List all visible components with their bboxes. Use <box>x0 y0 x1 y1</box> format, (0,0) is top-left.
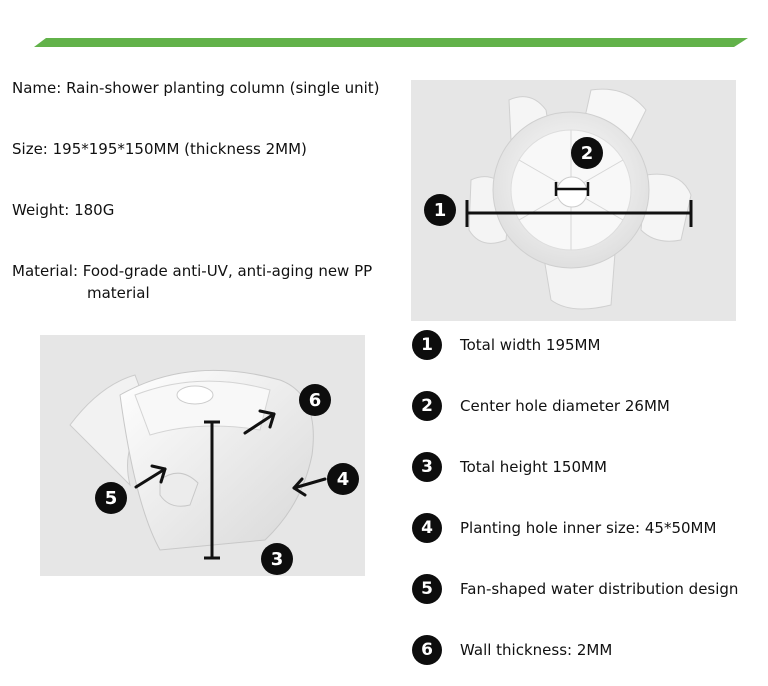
spec-name: Name: Rain-shower planting column (singl… <box>12 79 380 97</box>
legend-text-4: Planting hole inner size: 45*50MM <box>460 519 717 537</box>
badge-5: 5 <box>95 482 127 514</box>
badge-4: 4 <box>327 463 359 495</box>
product-photo-bottom: 6 4 5 3 <box>40 335 365 576</box>
legend-text-5: Fan-shaped water distribution design <box>460 580 739 598</box>
badge-2: 2 <box>571 137 603 169</box>
legend-number-3: 3 <box>412 452 442 482</box>
badge-1: 1 <box>424 194 456 226</box>
legend-number-2: 2 <box>412 391 442 421</box>
legend-number-6: 6 <box>412 635 442 665</box>
green-stripe <box>34 38 748 47</box>
spec-material-line1: Material: Food-grade anti-UV, anti-aging… <box>12 262 373 280</box>
legend-text-1: Total width 195MM <box>460 336 601 354</box>
spec-weight: Weight: 180G <box>12 201 115 219</box>
legend-text-6: Wall thickness: 2MM <box>460 641 613 659</box>
product-photo-top: 1 2 <box>411 80 736 321</box>
planter-top-view-illustration <box>465 88 693 310</box>
legend-item-4: 4 Planting hole inner size: 45*50MM <box>412 513 716 543</box>
header-banner <box>34 38 748 47</box>
legend-item-3: 3 Total height 150MM <box>412 452 607 482</box>
legend-item-2: 2 Center hole diameter 26MM <box>412 391 670 421</box>
spec-material: Material: Food-grade anti-UV, anti-aging… <box>12 260 372 304</box>
badge-3: 3 <box>261 543 293 575</box>
legend-text-3: Total height 150MM <box>460 458 607 476</box>
spec-material-line2: material <box>87 284 150 302</box>
legend-item-1: 1 Total width 195MM <box>412 330 600 360</box>
legend-item-5: 5 Fan-shaped water distribution design <box>412 574 738 604</box>
arrow-4 <box>292 477 327 490</box>
spec-size: Size: 195*195*150MM (thickness 2MM) <box>12 140 307 158</box>
planter-side-view-illustration <box>69 369 327 560</box>
arrow-6 <box>243 412 276 435</box>
legend-number-5: 5 <box>412 574 442 604</box>
legend-item-6: 6 Wall thickness: 2MM <box>412 635 612 665</box>
legend-text-2: Center hole diameter 26MM <box>460 397 670 415</box>
badge-6: 6 <box>299 384 331 416</box>
legend-number-1: 1 <box>412 330 442 360</box>
arrow-5 <box>134 467 167 489</box>
legend-number-4: 4 <box>412 513 442 543</box>
